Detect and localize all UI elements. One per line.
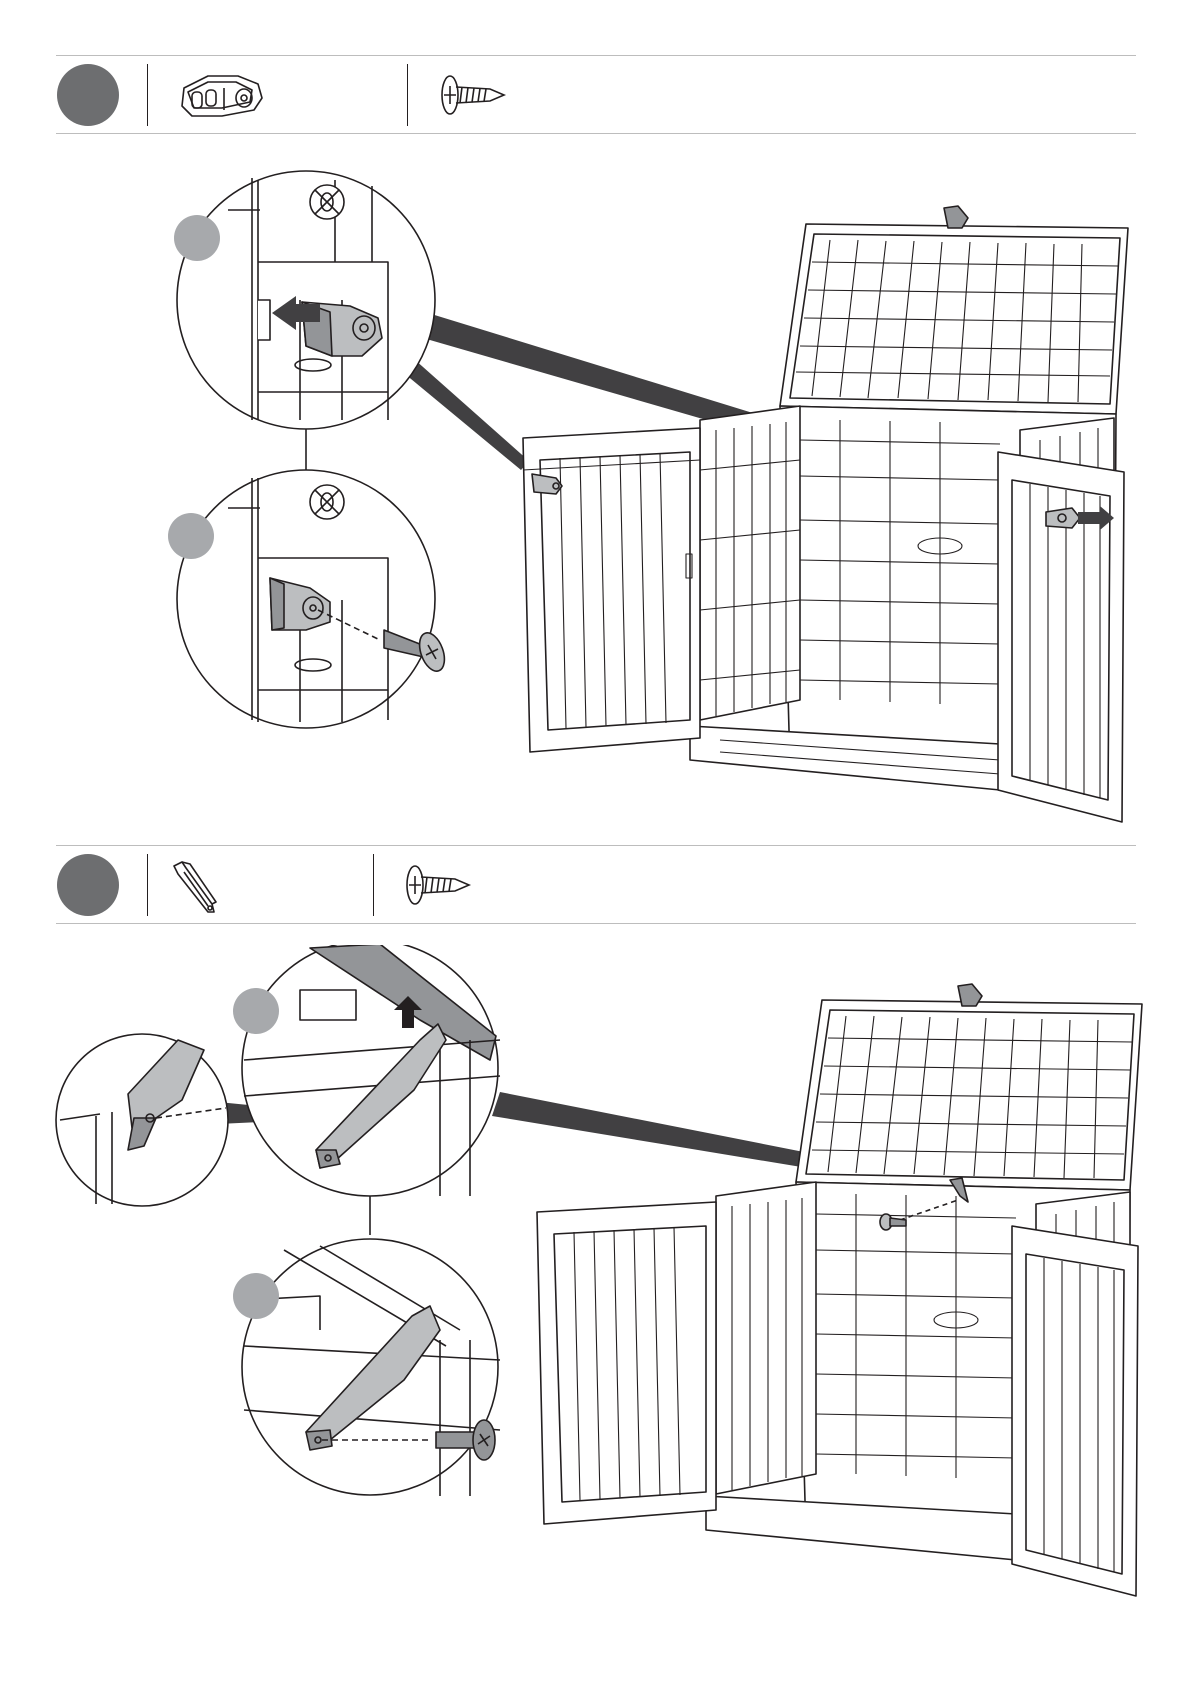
sub-step-badge-b: [233, 1273, 279, 1319]
detail-view-2a: [233, 945, 500, 1196]
step-1-header-divider: [407, 64, 408, 126]
phillips-screw-icon: [438, 72, 508, 118]
step-1-header-top-rule: [56, 55, 1136, 56]
storage-box: [537, 984, 1142, 1596]
step-1-header-divider: [147, 64, 148, 126]
step-2-number-badge: [57, 854, 119, 916]
phillips-screw-icon: [403, 862, 473, 908]
detail-view-1a: [174, 171, 435, 429]
no-screw-symbol: [310, 485, 344, 519]
step-2-header-top-rule: [56, 845, 1136, 846]
detail-view-1b: [168, 470, 449, 728]
step-1-illustration: [0, 160, 1191, 840]
sub-step-badge-b: [168, 513, 214, 559]
pointer-beam: [405, 359, 529, 470]
detail-view-2b: [233, 1239, 500, 1496]
sub-step-badge-a: [174, 215, 220, 261]
step-2-header-bottom-rule: [56, 923, 1136, 924]
sub-step-badge-a: [233, 988, 279, 1034]
step-2-illustration: [0, 945, 1191, 1625]
lid-strut-bracket-icon: [170, 858, 230, 914]
detail-view-2-side: [56, 1034, 228, 1206]
step-1-header-bottom-rule: [56, 133, 1136, 134]
step-2-header-divider: [373, 854, 374, 916]
no-screw-symbol: [310, 185, 344, 219]
door-latch-bracket-icon: [178, 70, 268, 122]
storage-box: [523, 206, 1128, 822]
step-2-header-divider: [147, 854, 148, 916]
step-1-number-badge: [57, 64, 119, 126]
